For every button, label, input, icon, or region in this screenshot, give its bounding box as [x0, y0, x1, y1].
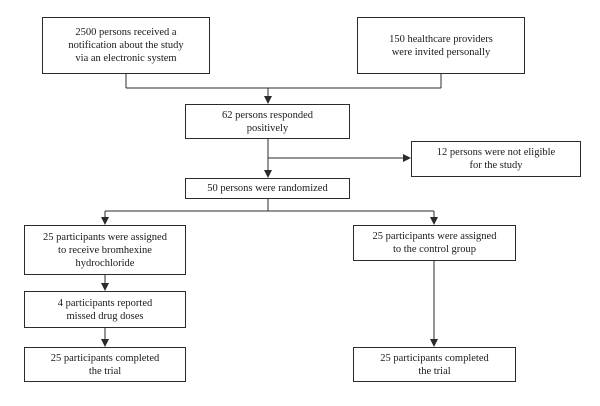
box-completed-right: 25 participants completed the trial — [353, 347, 516, 382]
box-completed-left: 25 participants completed the trial — [24, 347, 186, 382]
box-randomized-text: 50 persons were randomized — [207, 183, 328, 194]
box-completed-left-text: 25 participants completed the trial — [50, 352, 160, 377]
box-responded-text: 62 persons responded positively — [222, 109, 313, 134]
box-completed-right-text: 25 participants completed the trial — [380, 352, 489, 377]
box-bromhexine: 25 participants were assigned to receive… — [24, 225, 186, 275]
box-notification-text: 2500 persons received a notification abo… — [68, 27, 184, 64]
box-control-text: 25 participants were assigned to the con… — [372, 231, 497, 255]
box-missed-doses-text: 4 participants reported missed drug dose… — [57, 297, 153, 322]
box-providers-text: 150 healthcare providers were invited pe… — [389, 33, 493, 58]
box-providers: 150 healthcare providers were invited pe… — [357, 17, 525, 74]
box-randomized: 50 persons were randomized — [185, 178, 350, 199]
box-missed-doses: 4 participants reported missed drug dose… — [24, 291, 186, 328]
box-not-eligible-text: 12 persons were not eligible for the stu… — [436, 147, 556, 171]
box-bromhexine-text: 25 participants were assigned to receive… — [43, 231, 167, 269]
box-responded: 62 persons responded positively — [185, 104, 350, 139]
box-notification: 2500 persons received a notification abo… — [42, 17, 210, 74]
box-control: 25 participants were assigned to the con… — [353, 225, 516, 261]
box-not-eligible: 12 persons were not eligible for the stu… — [411, 141, 581, 177]
